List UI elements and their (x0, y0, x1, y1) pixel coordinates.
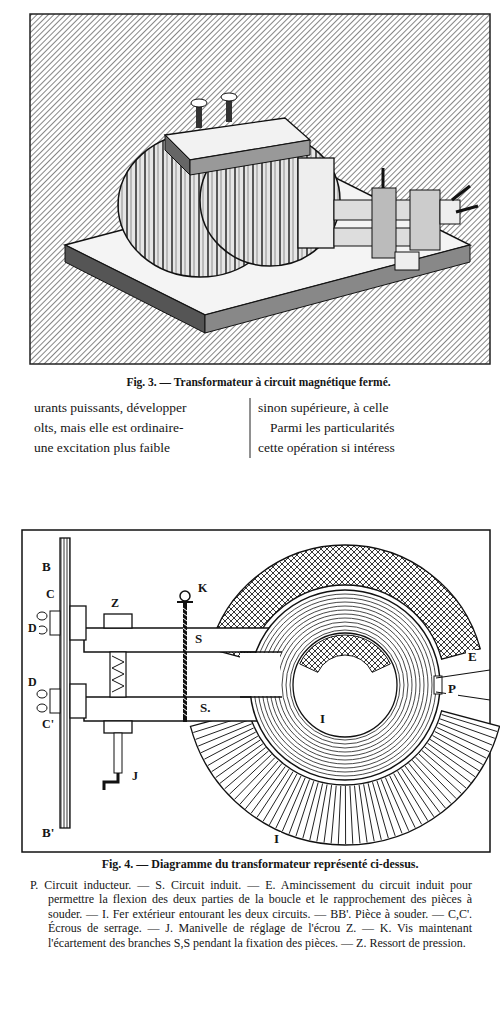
screw-thread (183, 608, 187, 716)
ring-thinning (434, 676, 442, 694)
body-text: sinon supérieure, à celle (258, 400, 388, 416)
ring-turn (274, 614, 416, 756)
key-entry: Z. Ressort de pression. (356, 936, 466, 950)
part-letter: I (272, 832, 281, 847)
ring-turn (262, 602, 428, 768)
primary-circuit (300, 635, 391, 672)
key-entry: P. Circuit inducteur. — (30, 878, 149, 892)
part-letter: Z (109, 597, 121, 611)
key-entry: S. Circuit induit. — (155, 878, 259, 892)
part-letter: S (193, 632, 204, 647)
body-text: cette opération si intéress (258, 440, 395, 456)
ring-turn (266, 606, 424, 764)
ring-turn (282, 622, 408, 748)
figure-key: P. Circuit inducteur. — S. Circuit indui… (30, 878, 472, 950)
ring-turn (258, 598, 432, 772)
arm-edge (240, 652, 282, 697)
key-entry: J. Manivelle de réglage de l'écrou Z. — (165, 921, 374, 935)
part-letter: B (40, 560, 53, 575)
body-text: Parmi les particularités (270, 420, 394, 436)
ring-gap (240, 653, 280, 696)
part-letter: P (446, 682, 458, 697)
part-letter: D (26, 622, 39, 636)
part-letter: C (44, 588, 57, 602)
transformer-engraving (30, 14, 490, 364)
body-text: une excitation plus faible (34, 440, 170, 456)
part-letter: D (26, 676, 39, 690)
ring-turn (286, 626, 404, 744)
part-letter: K (196, 582, 209, 596)
part-letter: E (466, 650, 479, 665)
figure-caption: Fig. 4. — Diagramme du transformateur re… (102, 858, 419, 872)
ring-turn (290, 630, 400, 740)
key-entry: BB'. Pièce à souder. — (330, 907, 444, 921)
part-letter: B' (40, 826, 56, 841)
column-rule (250, 398, 251, 458)
part-letter: J (130, 770, 140, 784)
part-letter: I (318, 712, 327, 727)
part-letter: S. (198, 701, 212, 716)
key-entry: I. Fer extérieur entourant les deux circ… (102, 907, 326, 921)
ring-turn (270, 610, 420, 760)
transformer-diagram (22, 530, 500, 852)
ring-turn (278, 618, 412, 752)
body-text: urants puissants, développer (34, 400, 187, 416)
figure-caption: Fig. 3. — Transformateur à circuit magné… (126, 376, 390, 389)
part-letter: C' (40, 718, 56, 732)
body-text: olts, mais elle est ordinaire- (34, 420, 184, 436)
ring-turn (254, 594, 436, 776)
ring-hole (293, 633, 397, 737)
